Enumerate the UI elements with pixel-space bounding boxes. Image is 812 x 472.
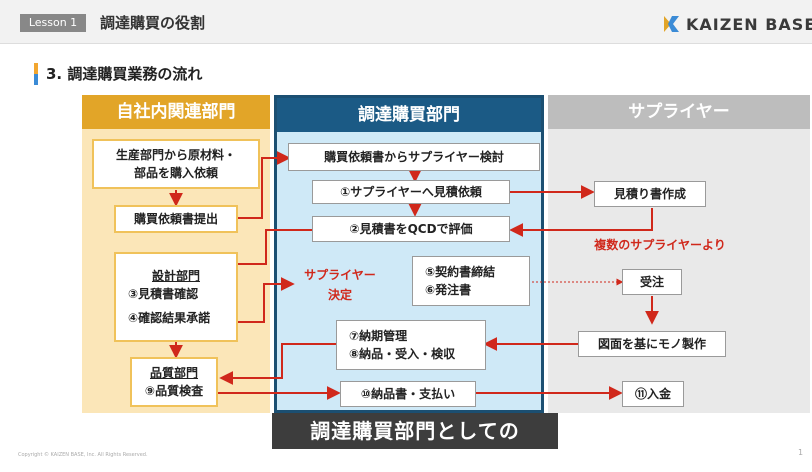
design-department-title: 設計部門 [151, 269, 200, 283]
column-header-internal: 自社内関連部門 [82, 95, 270, 129]
arrow-evaluate-to-design [219, 229, 312, 271]
box-evaluate-qcd: ②見積書をQCDで評価 [312, 216, 510, 242]
brand-logo: KAIZEN BASE [662, 13, 812, 35]
arrow-submit-to-review [238, 151, 291, 219]
supplier-decision-line2: 決定 [327, 288, 352, 302]
box-submit-request: 購買依頼書提出 [114, 205, 238, 233]
quality-step-9: ⑨品質検査 [144, 384, 204, 398]
box-purchase-request-line1: 生産部門から原材料・ [115, 148, 236, 162]
box-invoice-payment: ⑩納品書・支払い [340, 381, 476, 407]
supplier-decision-line1: サプライヤー [304, 268, 376, 282]
delivery-step-7: ⑦納期管理 [349, 329, 408, 343]
design-step-3: ③見積書確認 [128, 287, 199, 301]
lesson-badge: Lesson 1 [20, 14, 86, 32]
box-design-department: 設計部門 ③見積書確認 ④確認結果承諾 [114, 252, 238, 342]
top-bar [0, 0, 812, 44]
lesson-title: 調達購買の役割 [100, 14, 206, 32]
quality-department-title: 品質部門 [149, 366, 198, 380]
box-contract-order: ⑤契約書締結 ⑥発注書 [412, 256, 530, 306]
arrow-approval-to-decision [238, 277, 295, 323]
box-receive-order: 受注 [622, 269, 682, 295]
page-number: 1 [798, 448, 804, 457]
box-manufacture: 図面を基にモノ製作 [578, 331, 726, 357]
section-marker [34, 63, 38, 85]
kaizen-logo-icon [664, 16, 679, 32]
box-purchase-request: 生産部門から原材料・ 部品を購入依頼 [92, 139, 260, 189]
box-delivery-management: ⑦納期管理 ⑧納品・受入・検収 [336, 320, 486, 370]
box-quality-department: 品質部門 ⑨品質検査 [130, 357, 218, 407]
box-purchase-request-line2: 部品を購入依頼 [133, 166, 218, 180]
note-multiple-suppliers: 複数のサプライヤーより [594, 238, 726, 252]
copyright: Copyright © KAIZEN BASE, Inc. All Rights… [18, 452, 148, 458]
contract-step-5: ⑤契約書締結 [425, 265, 496, 279]
arrow-estimate-to-evaluate [509, 208, 653, 237]
box-deposit: ⑪入金 [622, 381, 684, 407]
column-header-supplier: サプライヤー [548, 95, 810, 129]
box-create-estimate: 見積り書作成 [594, 181, 706, 207]
supplier-decision-label: サプライヤー 決定 [300, 265, 380, 305]
order-step-6: ⑥発注書 [425, 283, 472, 297]
section-title: 3. 調達購買業務の流れ [46, 65, 203, 83]
design-step-4: ④確認結果承諾 [128, 311, 211, 325]
box-estimate-request: ①サプライヤーへ見積依頼 [312, 180, 510, 204]
column-supplier: サプライヤー [548, 95, 810, 413]
subtitle-caption: 調達購買部門としての [272, 413, 558, 449]
brand-name: KAIZEN BASE [686, 14, 812, 34]
arrow-delivery-to-quality [219, 343, 336, 385]
delivery-step-8: ⑧納品・受入・検収 [349, 347, 456, 361]
box-review-suppliers: 購買依頼書からサプライヤー検討 [288, 143, 540, 171]
column-header-procurement: 調達購買部門 [277, 98, 541, 132]
